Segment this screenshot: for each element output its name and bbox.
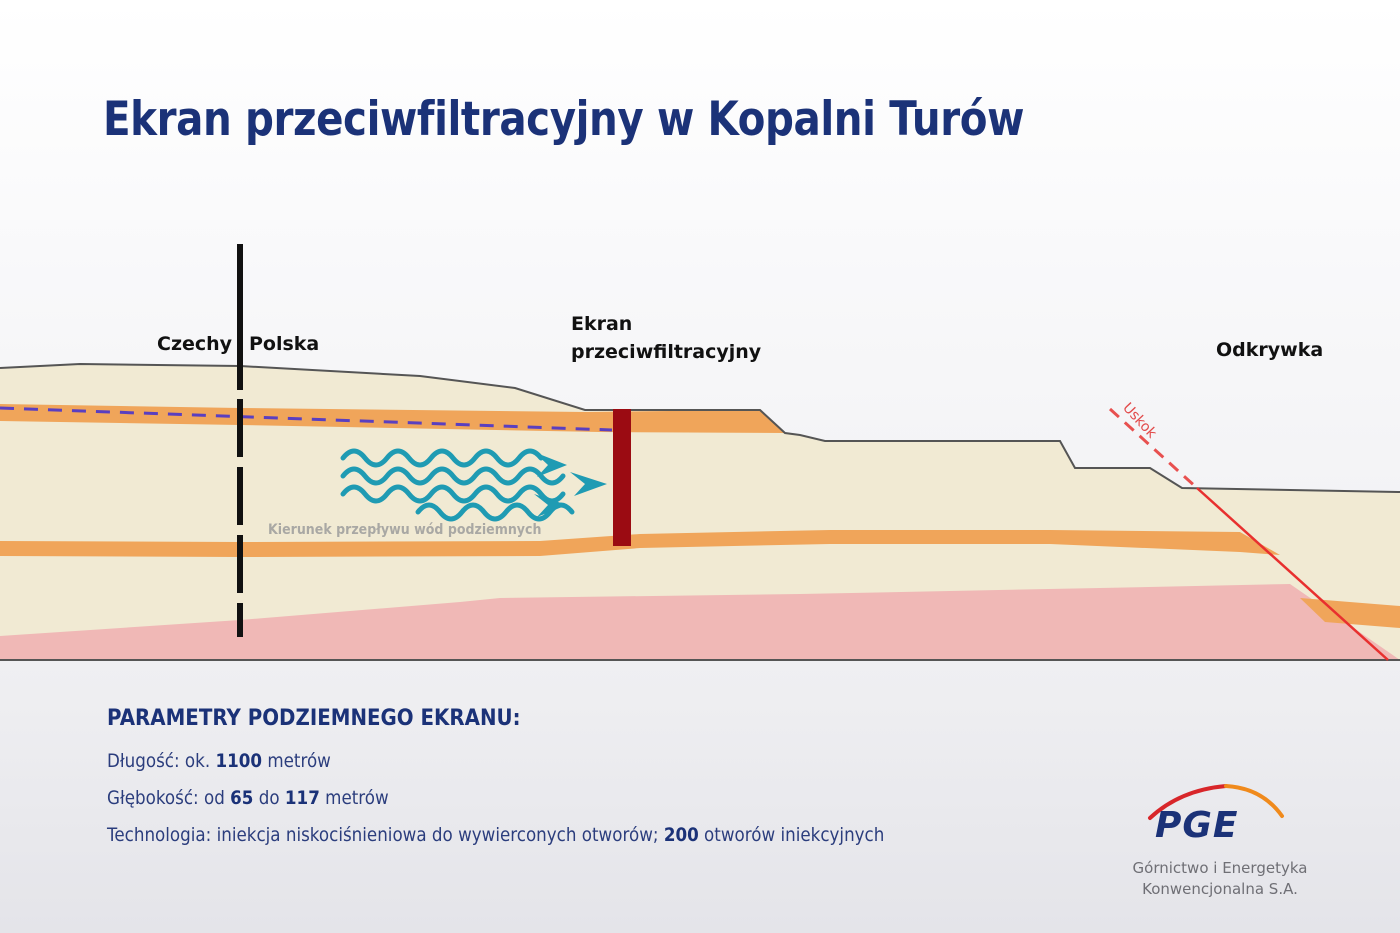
parameters-section: PARAMETRY PODZIEMNEGO EKRANU: Długość: o…: [107, 706, 990, 854]
logo-line2: Konwencjonalna S.A.: [1142, 880, 1298, 898]
pge-logo: PGE Górnictwo i Energetyka Konwencjonaln…: [1125, 785, 1315, 900]
bedrock-layer: [0, 584, 1400, 660]
label-polska: Polska: [249, 333, 320, 355]
lower-aquifer-layer: [0, 530, 1280, 557]
pge-logo-arc-icon: [1148, 784, 1284, 820]
pge-brand-text: PGE: [1155, 805, 1239, 846]
flow-direction-caption: Kierunek przepływu wód podziemnych: [268, 522, 542, 538]
label-odkrywka: Odkrywka: [1216, 339, 1324, 361]
filtration-screen: [613, 409, 631, 546]
page-title: Ekran przeciwfiltracyjny w Kopalni Turów: [103, 92, 1025, 147]
water-table-line: [0, 406, 613, 432]
flow-arrowheads: [534, 452, 607, 517]
label-czechy: Czechy: [157, 333, 233, 355]
water-flow-arrows-icon: [340, 448, 575, 522]
param-depth: Głębokość: od 65 do 117 metrów: [107, 787, 389, 809]
fault-solid-line: [1196, 487, 1389, 661]
label-screen-line1: Ekran: [571, 313, 633, 335]
label-screen-line2: przeciwfiltracyjny: [571, 341, 762, 363]
param-technology: Technologia: iniekcja niskociśnieniowa d…: [107, 824, 885, 846]
ground-surface-line: [0, 362, 1400, 493]
upper-aquifer-layer: [0, 404, 785, 433]
param-length: Długość: ok. 1100 metrów: [107, 750, 331, 772]
logo-line1: Górnictwo i Energetyka: [1132, 859, 1308, 877]
soil-layer: [0, 364, 1400, 660]
parameters-heading: PARAMETRY PODZIEMNEGO EKRANU:: [107, 706, 521, 731]
displaced-aquifer-layer: [1300, 598, 1400, 628]
